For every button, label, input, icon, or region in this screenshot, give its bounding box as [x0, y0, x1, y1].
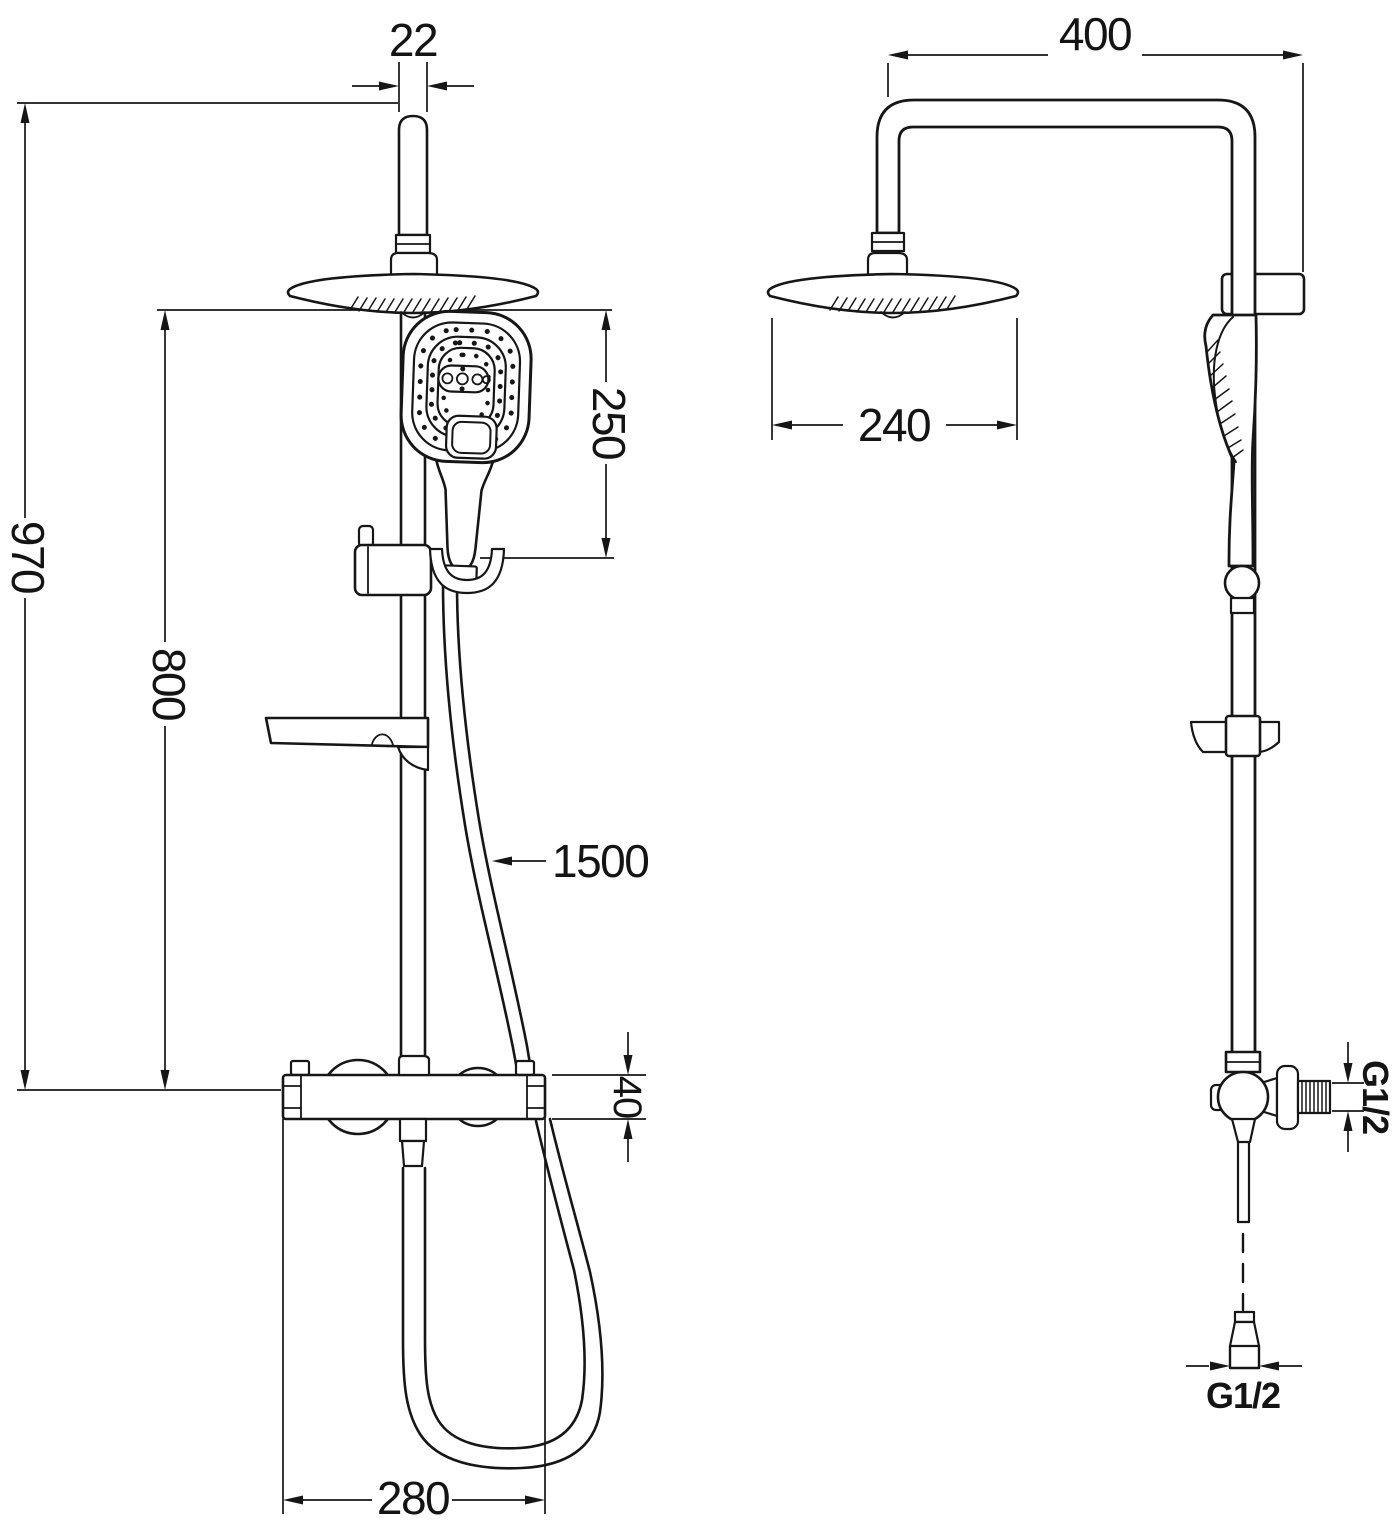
dim-label-hose-length: 1500	[552, 835, 648, 887]
hose-end-connector	[1228, 1320, 1261, 1348]
hand-shower-side	[1203, 313, 1261, 615]
thermostatic-mixer-front	[281, 1054, 547, 1168]
mixer-hose-outlet	[400, 1139, 426, 1168]
dim-label-mixer-body-height: 40	[605, 1076, 649, 1119]
side-view	[766, 98, 1332, 1370]
holder-cup	[428, 547, 506, 595]
soap-dish-front	[264, 716, 430, 772]
dim-hose-thread: G1/2	[1186, 1361, 1302, 1416]
front-view	[264, 114, 604, 1470]
dim-label-head-width: 240	[858, 399, 930, 451]
nozzle-cluster	[437, 364, 490, 394]
rail-slider-holder-side	[1189, 714, 1281, 758]
hand-shower-button	[444, 414, 498, 460]
dim-head-width: 240	[771, 318, 1018, 451]
dim-arm-projection: 400	[887, 8, 1304, 272]
dim-hose-length: 1500	[492, 835, 650, 887]
valve-knob-side	[1216, 1070, 1270, 1124]
dim-label-hose-thread: G1/2	[1206, 1375, 1280, 1416]
hand-shower-front	[399, 309, 533, 582]
rain-head-side	[766, 272, 1020, 315]
dim-label-pipe-diameter: 22	[389, 14, 437, 66]
shower-arm-and-column	[875, 98, 1257, 1058]
rain-head-front	[286, 272, 540, 315]
dim-label-rail-height: 800	[143, 648, 195, 720]
dim-label-arm-projection: 400	[1059, 8, 1131, 60]
overhead-shower-side	[766, 231, 1020, 319]
rail-slider-holder	[353, 524, 506, 597]
shower-hose-front	[401, 581, 604, 1470]
riser-pipe-top	[397, 114, 429, 237]
dim-overall-height: 970	[2, 102, 398, 1091]
inlet-valve-side	[1209, 1050, 1332, 1370]
dim-inlet-thread: G1/2	[1332, 1042, 1393, 1152]
dim-label-mixer-width: 280	[377, 1472, 449, 1523]
hose-ball-joint	[1223, 564, 1261, 602]
dim-label-inlet-thread: G1/2	[1355, 1060, 1393, 1134]
dim-label-overall-height: 970	[2, 521, 54, 593]
dim-mixer-width: 280	[282, 1102, 546, 1523]
dimension-lines-layer: 22 970 800 250	[2, 8, 1393, 1523]
mixer-rail-connector	[397, 1054, 431, 1077]
dim-label-hand-shower-height: 250	[583, 387, 635, 459]
wall-flange	[1275, 1064, 1300, 1131]
dim-rail-height: 800	[143, 309, 612, 1090]
dim-pipe-diameter: 22	[352, 14, 474, 112]
mixer-body	[281, 1073, 547, 1121]
dim-hand-shower-height: 250	[480, 310, 635, 559]
overhead-shower-front	[286, 114, 540, 319]
dim-mixer-body-height: 40	[552, 1032, 649, 1162]
